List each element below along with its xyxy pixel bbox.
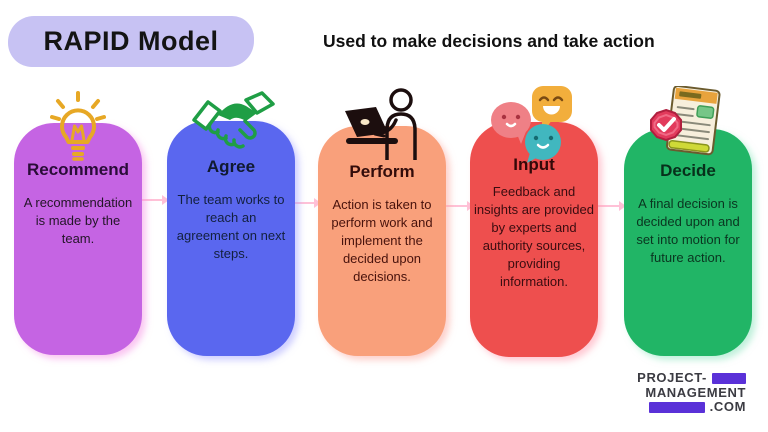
footer-logo-text1: PROJECT- (637, 370, 707, 385)
card-recommend-body: A recommendation is made by the team. (23, 195, 133, 246)
person-laptop-icon (338, 86, 424, 167)
card-agree-body: The team works to reach an agreement on … (176, 192, 286, 261)
card-perform: Perform Action is taken to perform work … (318, 126, 446, 356)
card-input-body: Feedback and insights are provided by ex… (474, 184, 594, 289)
page-title: RAPID Model (43, 26, 219, 56)
document-check-icon (648, 85, 732, 169)
card-decide-body: A final decision is decided upon and set… (636, 196, 740, 265)
footer-logo-line1: PROJECT- (637, 370, 746, 386)
footer-logo-text2: MANAGEMENT (645, 384, 746, 400)
card-recommend-title: Recommend (26, 160, 130, 179)
page-subtitle: Used to make decisions and take action (323, 31, 655, 51)
chat-bubbles-icon (490, 84, 580, 169)
card-decide: Decide A final decision is decided upon … (624, 129, 752, 356)
card-agree: Agree The team works to reach an agreeme… (167, 121, 295, 356)
footer-logo-line2: MANAGEMENT (645, 384, 746, 401)
card-recommend: Recommend A recommendation is made by th… (14, 123, 142, 355)
card-perform-title: Perform (349, 162, 415, 181)
footer-logo-line3: .COM (648, 399, 746, 415)
card-agree-title: Agree (206, 157, 256, 176)
handshake-icon (190, 90, 276, 159)
footer-logo: PROJECT- MANAGEMENT .COM (637, 370, 746, 415)
lightbulb-icon (46, 90, 110, 169)
logo-accent-bar (712, 372, 746, 384)
card-perform-body: Action is taken to perform work and impl… (331, 197, 433, 284)
card-decide-title: Decide (660, 161, 716, 180)
title-pill: RAPID Model (8, 16, 254, 67)
connector-arrow (139, 195, 169, 205)
connector-arrow (596, 201, 626, 211)
logo-accent-bar (648, 401, 705, 413)
footer-logo-text3: .COM (709, 399, 746, 414)
card-input: Input Feedback and insights are provided… (470, 122, 598, 357)
